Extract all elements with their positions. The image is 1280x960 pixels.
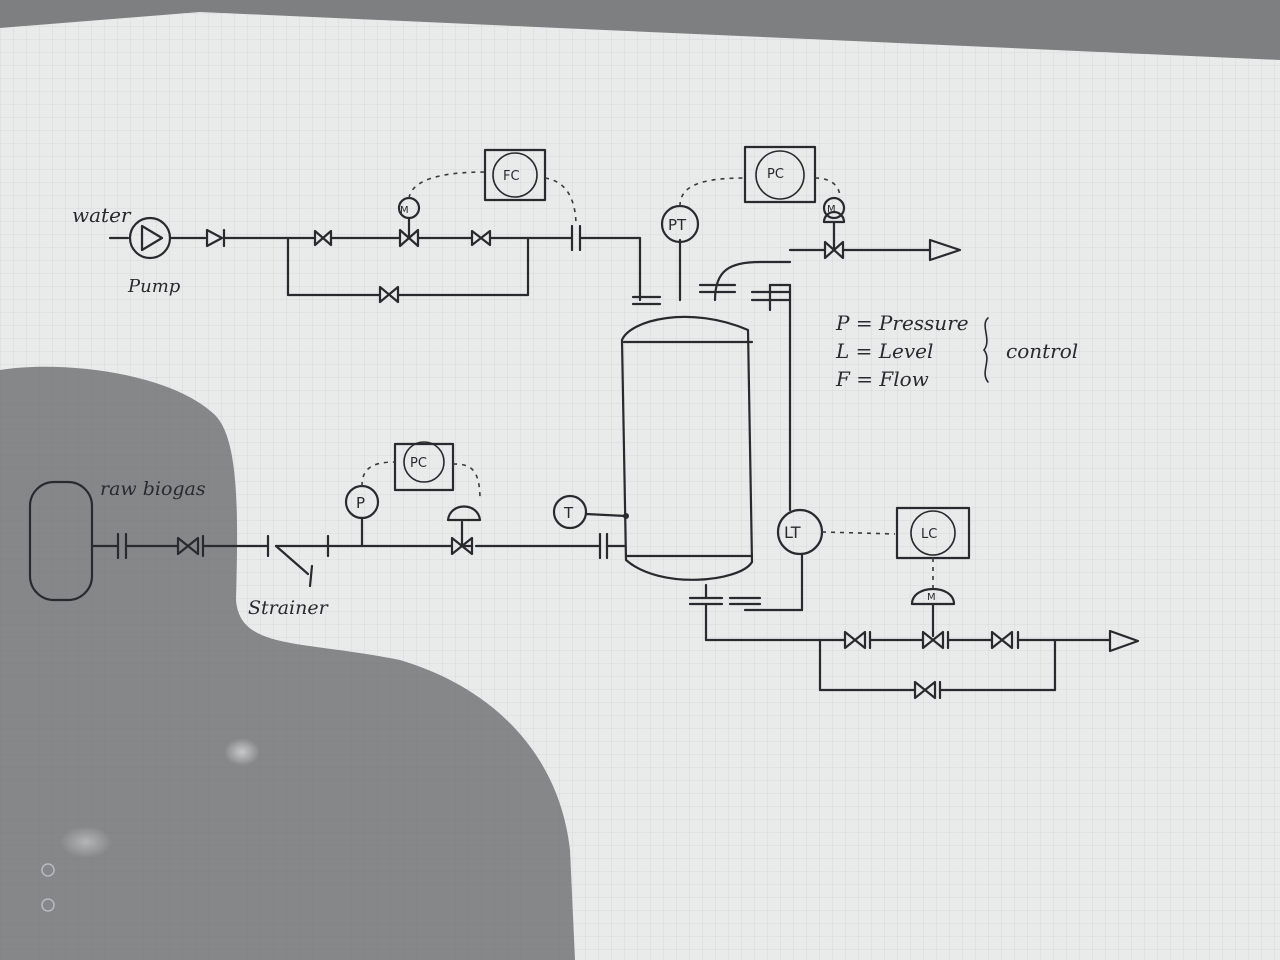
legend-flow: F = Flow	[835, 367, 929, 391]
t-bubble	[552, 494, 588, 530]
liquid-bypass-valve-icon	[913, 680, 937, 700]
t-tag: T	[563, 504, 574, 522]
m-liquid-tag: M	[927, 592, 936, 603]
gas-control-valve-icon	[823, 240, 845, 260]
biogas-inlet-line	[28, 441, 629, 602]
hand-shadow	[0, 366, 575, 960]
lt-tag: LT	[784, 523, 801, 542]
flow-control-valve-icon	[398, 228, 420, 248]
legend: P = Pressure L = Level F = Flow control	[835, 311, 1078, 391]
glare-spot	[224, 738, 260, 766]
legend-control: control	[1006, 339, 1078, 363]
legend-level: L = Level	[835, 339, 933, 363]
liquid-valve-icon	[843, 630, 867, 650]
fc-top-tag: FC	[503, 169, 520, 184]
pc-controller-box-top	[743, 145, 817, 204]
level-control-valve-icon	[921, 630, 945, 650]
liquid-valve-icon	[990, 630, 1014, 650]
gas-outlet-arrow-icon	[928, 238, 962, 262]
m-gas-tag: M	[827, 204, 836, 215]
m-water-tag: M	[400, 205, 409, 216]
pt-tag: PT	[668, 216, 687, 234]
pc-mid-tag: PC	[410, 456, 427, 471]
liquid-outlet-arrow-icon	[1108, 629, 1140, 653]
p-tag: P	[356, 494, 365, 512]
legend-pressure: P = Pressure	[835, 311, 969, 335]
gate-valve-icon	[470, 229, 492, 247]
pc-controller-box-mid	[393, 442, 455, 492]
water-label: water	[72, 203, 132, 227]
inlet-valve-icon	[176, 536, 200, 556]
pc-top-tag: PC	[767, 167, 784, 182]
strainer-icon	[274, 544, 310, 576]
pressure-control-valve-icon	[450, 536, 474, 556]
separator-vessel	[620, 283, 804, 612]
pump-label: Pump	[127, 276, 181, 297]
strainer-label: Strainer	[248, 597, 330, 619]
liquid-outlet-line	[704, 506, 1140, 700]
bypass-valve-icon	[378, 285, 400, 304]
fc-controller-box	[483, 148, 547, 202]
lc-tag: LC	[921, 527, 937, 542]
water-line	[108, 148, 642, 304]
raw-biogas-label: raw biogas	[100, 478, 206, 500]
check-valve-icon	[205, 228, 224, 248]
biogas-tank	[28, 480, 94, 602]
gate-valve-icon	[313, 229, 333, 247]
gas-outlet-line	[660, 145, 962, 302]
